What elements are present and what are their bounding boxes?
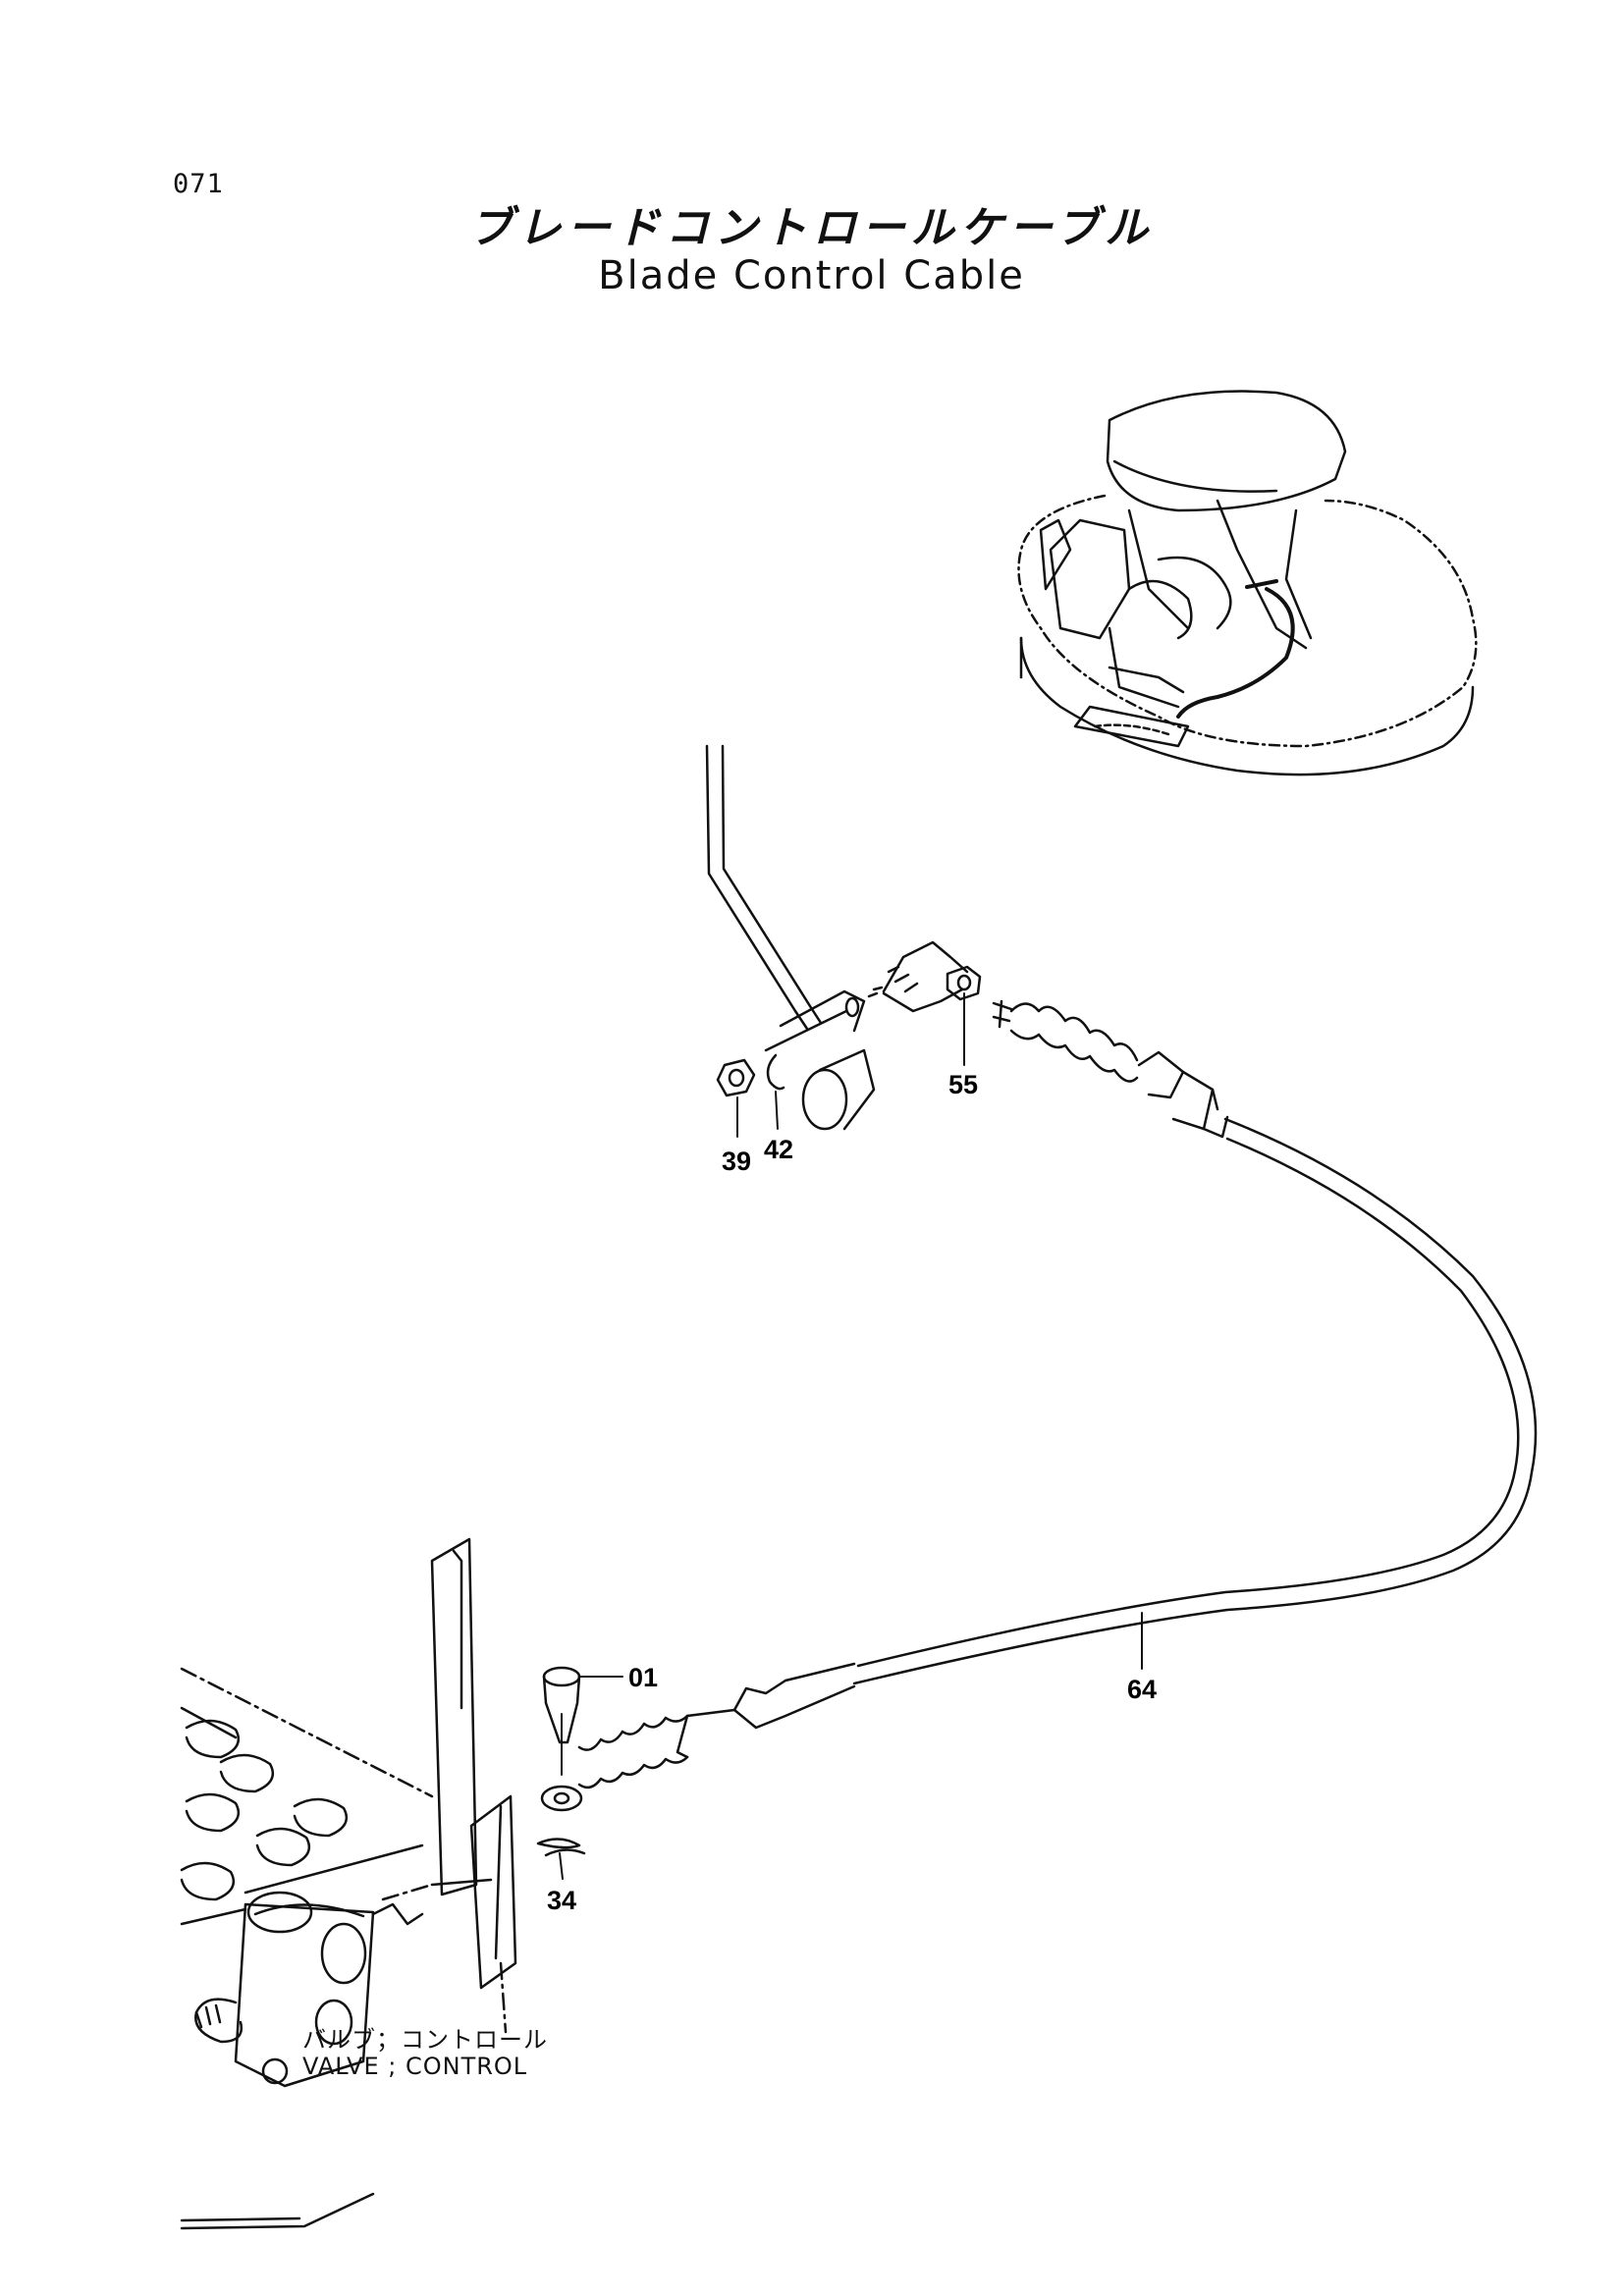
callout-01: 01	[628, 1663, 658, 1692]
nut-39	[716, 1058, 756, 1097]
leader-lines	[559, 992, 1143, 1880]
callout-55: 55	[948, 1070, 978, 1099]
callout-39: 39	[722, 1147, 751, 1176]
callout-42: 42	[764, 1135, 793, 1164]
title-japanese: ブレードコントロールケーブル	[468, 203, 1155, 253]
washer-42	[766, 1053, 785, 1091]
ball-joint-55	[867, 940, 982, 1013]
callout-34: 34	[547, 1886, 576, 1915]
control-lever-rod	[705, 744, 823, 1031]
page-number: 071	[173, 169, 224, 199]
machine-overview-illustration	[1017, 390, 1478, 776]
callout-64: 64	[1127, 1675, 1157, 1704]
lever-bracket	[764, 989, 876, 1131]
control-valve-assembly	[180, 1537, 517, 2230]
cable-upper-end	[992, 999, 1229, 1139]
control-cable-64	[852, 1117, 1538, 1685]
title-english: Blade Control Cable	[598, 253, 1025, 298]
valve-label-japanese: バルブ；コントロール	[302, 2026, 548, 2054]
cable-lower-end	[540, 1662, 856, 1812]
cotter-pin-34	[536, 1838, 586, 1857]
valve-label-english: VALVE ; CONTROL	[302, 2053, 528, 2080]
